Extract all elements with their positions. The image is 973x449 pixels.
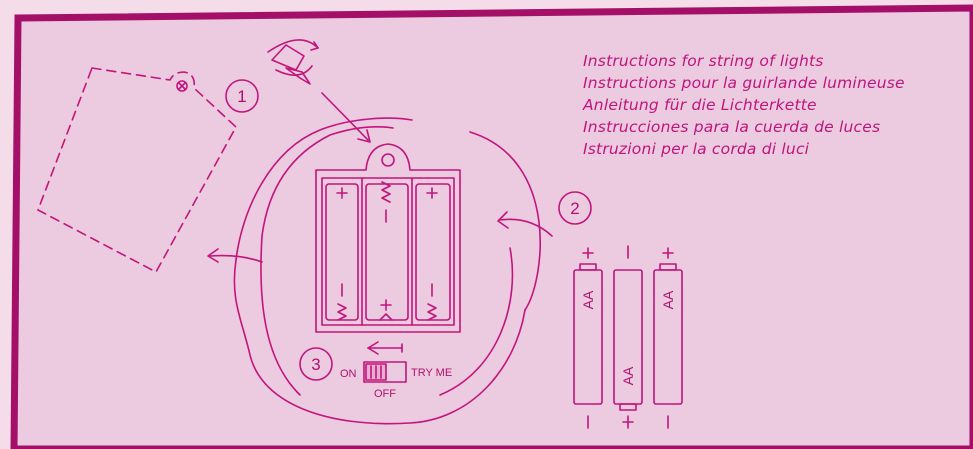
step-3-number: 3 xyxy=(311,355,320,374)
battery-3 xyxy=(653,247,683,429)
battery-2-label: AA xyxy=(620,366,636,385)
battery-3-label: AA xyxy=(660,290,676,309)
instruction-it: Istruzioni per la corda di luci xyxy=(583,140,810,158)
battery-cover xyxy=(37,67,237,273)
screwdriver-icon xyxy=(267,39,319,85)
power-switch[interactable] xyxy=(363,361,407,383)
battery-1 xyxy=(573,247,603,429)
step-2-badge xyxy=(558,191,592,225)
assembly-loop xyxy=(233,117,541,425)
battery-2 xyxy=(613,245,643,429)
arrow-step1 xyxy=(321,92,371,143)
step-1-number: 1 xyxy=(237,87,246,106)
step-1-badge xyxy=(225,79,259,113)
arrow-step2 xyxy=(497,211,553,237)
switch-arrow-icon xyxy=(367,341,403,355)
instruction-es: Instrucciones para la cuerda de luces xyxy=(583,118,881,136)
panel xyxy=(10,4,973,449)
instruction-en: Instructions for string of lights xyxy=(583,52,824,70)
switch-on-label: ON xyxy=(340,368,357,380)
step-3-badge xyxy=(299,347,333,381)
step-2-number: 2 xyxy=(570,199,579,218)
battery-1-label: AA xyxy=(580,290,596,309)
instruction-fr: Instructions pour la guirlande lumineuse xyxy=(583,74,905,92)
battery-compartment xyxy=(315,143,461,333)
instructions-block: Instructions for string of lights Instru… xyxy=(583,50,905,160)
switch-tryme-label: TRY ME xyxy=(411,367,452,379)
instruction-de: Anleitung für die Lichterkette xyxy=(583,96,817,114)
switch-off-label: OFF xyxy=(374,388,396,400)
arrow-back xyxy=(207,248,263,263)
